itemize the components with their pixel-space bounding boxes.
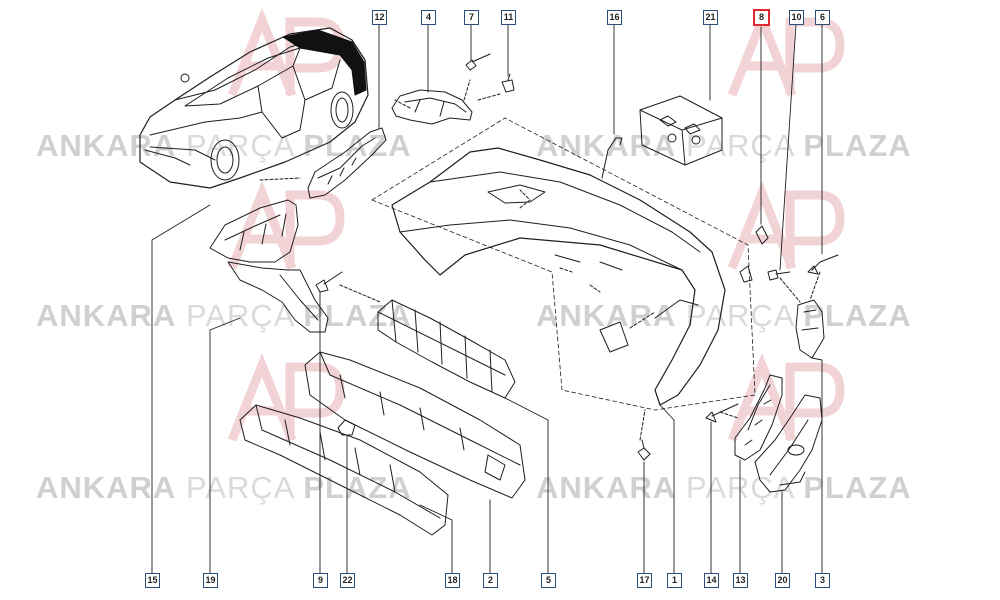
callout-part-15[interactable]: 15 bbox=[145, 573, 160, 588]
fastener-7 bbox=[465, 53, 491, 71]
callout-part-22[interactable]: 22 bbox=[340, 573, 355, 588]
part-4-bracket bbox=[391, 89, 473, 125]
callout-part-19[interactable]: 19 bbox=[203, 573, 218, 588]
watermark-word: PARÇA bbox=[185, 298, 294, 333]
car-rear-highlight bbox=[282, 29, 367, 96]
part-15-bracket bbox=[209, 199, 299, 263]
callout-part-8-highlighted[interactable]: 8 bbox=[753, 9, 770, 26]
reference-frame bbox=[371, 117, 756, 411]
part-1-bumper-cover bbox=[391, 147, 726, 406]
callout-part-1[interactable]: 1 bbox=[667, 573, 682, 588]
part-22-lower-beam bbox=[239, 404, 449, 536]
watermark-logo bbox=[227, 7, 845, 442]
part-17-screw bbox=[637, 439, 651, 461]
part-19-bracket bbox=[227, 261, 329, 333]
callout-part-3[interactable]: 3 bbox=[815, 573, 830, 588]
callout-part-7[interactable]: 7 bbox=[464, 10, 479, 25]
callout-part-11[interactable]: 11 bbox=[501, 10, 516, 25]
part-14-pin bbox=[705, 403, 739, 423]
part-6-fastener bbox=[807, 254, 839, 275]
fastener-11 bbox=[501, 73, 515, 93]
callout-part-14[interactable]: 14 bbox=[704, 573, 719, 588]
part-9-pin bbox=[315, 271, 343, 293]
leader-lines bbox=[151, 23, 823, 574]
part-13-bracket bbox=[734, 374, 783, 461]
callout-part-13[interactable]: 13 bbox=[733, 573, 748, 588]
watermark-text: ANKARA PARÇA PLAZA bbox=[536, 470, 912, 506]
part-20-bracket bbox=[754, 394, 823, 493]
watermark-word: PARÇA bbox=[185, 470, 294, 505]
callout-part-21[interactable]: 21 bbox=[703, 10, 718, 25]
watermark-word: ANKARA bbox=[36, 128, 177, 163]
callout-part-10[interactable]: 10 bbox=[789, 10, 804, 25]
watermark-text: ANKARA PARÇA PLAZA bbox=[36, 128, 412, 164]
part-12-bracket bbox=[307, 127, 387, 199]
watermark-word: PARÇA bbox=[685, 298, 794, 333]
watermark-word: ANKARA bbox=[536, 128, 677, 163]
callout-part-5[interactable]: 5 bbox=[541, 573, 556, 588]
part-10-screw bbox=[767, 269, 791, 281]
part-5-absorber bbox=[377, 299, 516, 399]
callout-part-9[interactable]: 9 bbox=[313, 573, 328, 588]
watermark-word: ANKARA bbox=[536, 298, 677, 333]
callout-part-4[interactable]: 4 bbox=[421, 10, 436, 25]
watermark-word: PLAZA bbox=[803, 298, 912, 333]
callout-part-20[interactable]: 20 bbox=[775, 573, 790, 588]
watermark-word: PARÇA bbox=[685, 470, 794, 505]
part-8-clip bbox=[739, 225, 769, 283]
callout-part-16[interactable]: 16 bbox=[607, 10, 622, 25]
part-16-wire bbox=[601, 137, 623, 179]
car-illustration bbox=[139, 27, 369, 189]
part-3-bracket bbox=[795, 299, 825, 359]
callout-part-17[interactable]: 17 bbox=[637, 573, 652, 588]
callout-part-6[interactable]: 6 bbox=[815, 10, 830, 25]
watermark-word: PLAZA bbox=[803, 128, 912, 163]
assembly-arrows bbox=[259, 79, 821, 441]
callout-part-18[interactable]: 18 bbox=[445, 573, 460, 588]
callout-part-2[interactable]: 2 bbox=[483, 573, 498, 588]
part-21-kit-box bbox=[639, 95, 723, 166]
part-18-clip bbox=[337, 419, 356, 436]
watermark-word: ANKARA bbox=[536, 470, 677, 505]
watermark-text: ANKARA PARÇA PLAZA bbox=[536, 298, 912, 334]
watermark-word: PLAZA bbox=[803, 470, 912, 505]
callout-part-12[interactable]: 12 bbox=[372, 10, 387, 25]
